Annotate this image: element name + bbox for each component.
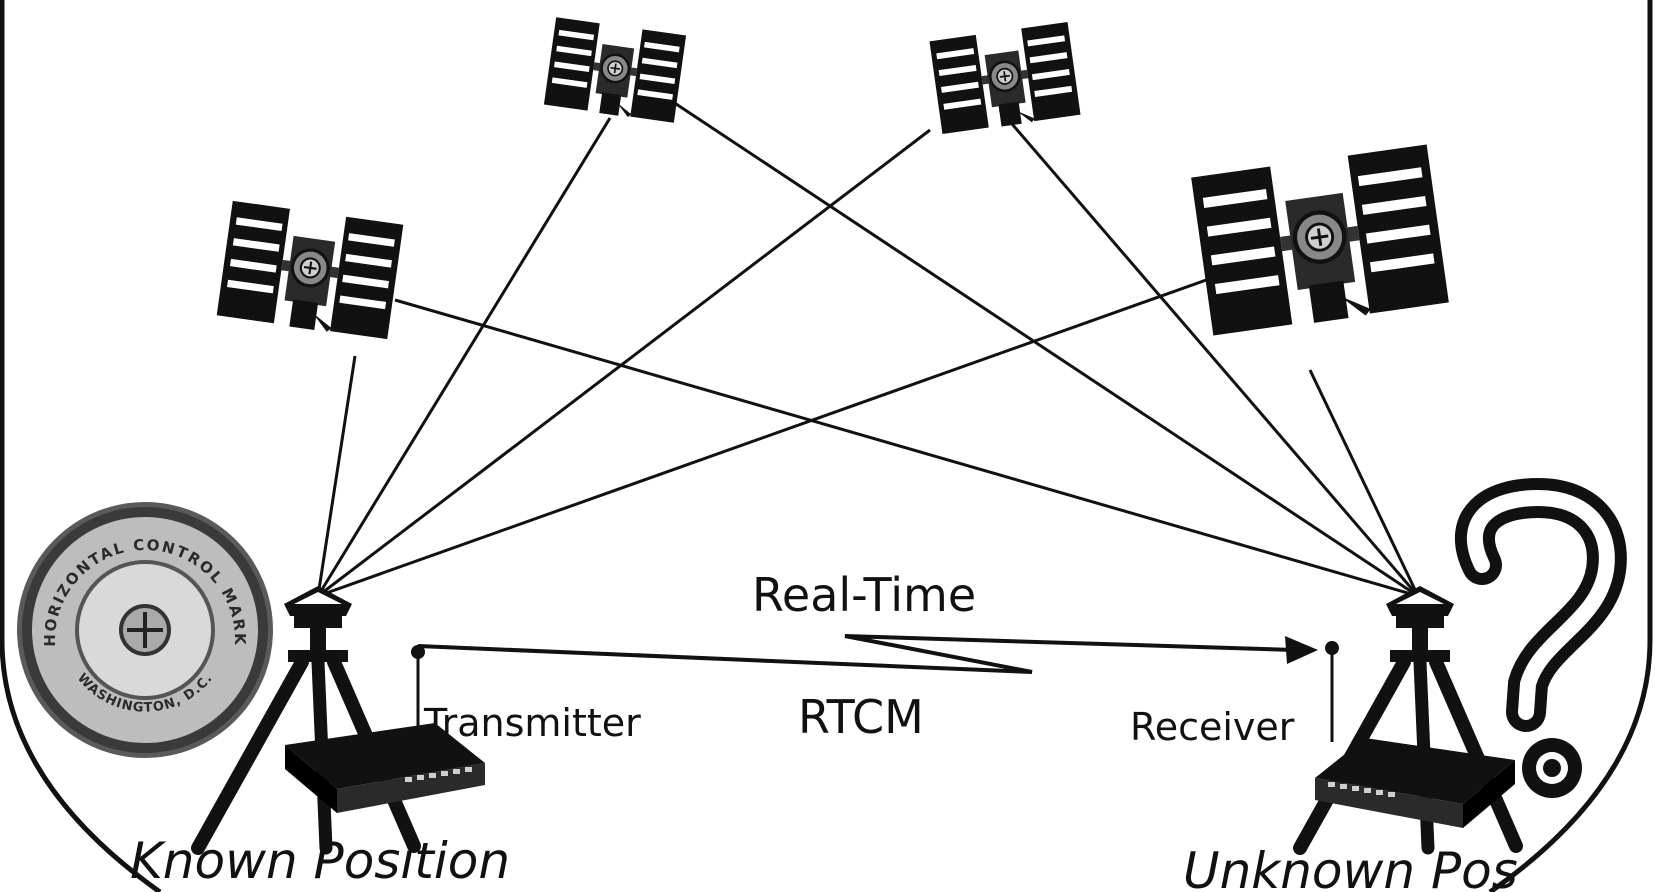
link-label-realtime: Real-Time <box>752 568 977 622</box>
gps-satellite-icon <box>928 20 1082 137</box>
receiver-label: Receiver <box>1130 705 1295 749</box>
question-mark-icon <box>1455 477 1627 798</box>
signal-lines <box>316 88 1420 598</box>
gps-satellite-icon <box>214 199 405 342</box>
transmitter-radio <box>285 645 485 813</box>
link-label-rtcm: RTCM <box>798 690 924 744</box>
known-position-label: Known Position <box>130 832 511 890</box>
gps-satellite-icon <box>542 16 688 125</box>
survey-seal-icon: HORIZONTAL CONTROL MARK WASHINGTON, D.C. <box>17 502 273 758</box>
gps-satellite-icon <box>1191 144 1449 336</box>
transmitter-label: Transmitter <box>424 701 641 745</box>
rtcm-link-arrow <box>417 634 1318 674</box>
unknown-position-label: Unknown Pos <box>1183 842 1518 892</box>
frame-left-edge <box>0 0 162 892</box>
radio-modem-icon <box>1315 738 1515 828</box>
receiver-radio <box>1315 641 1515 828</box>
frame-right-edge <box>1488 0 1653 892</box>
